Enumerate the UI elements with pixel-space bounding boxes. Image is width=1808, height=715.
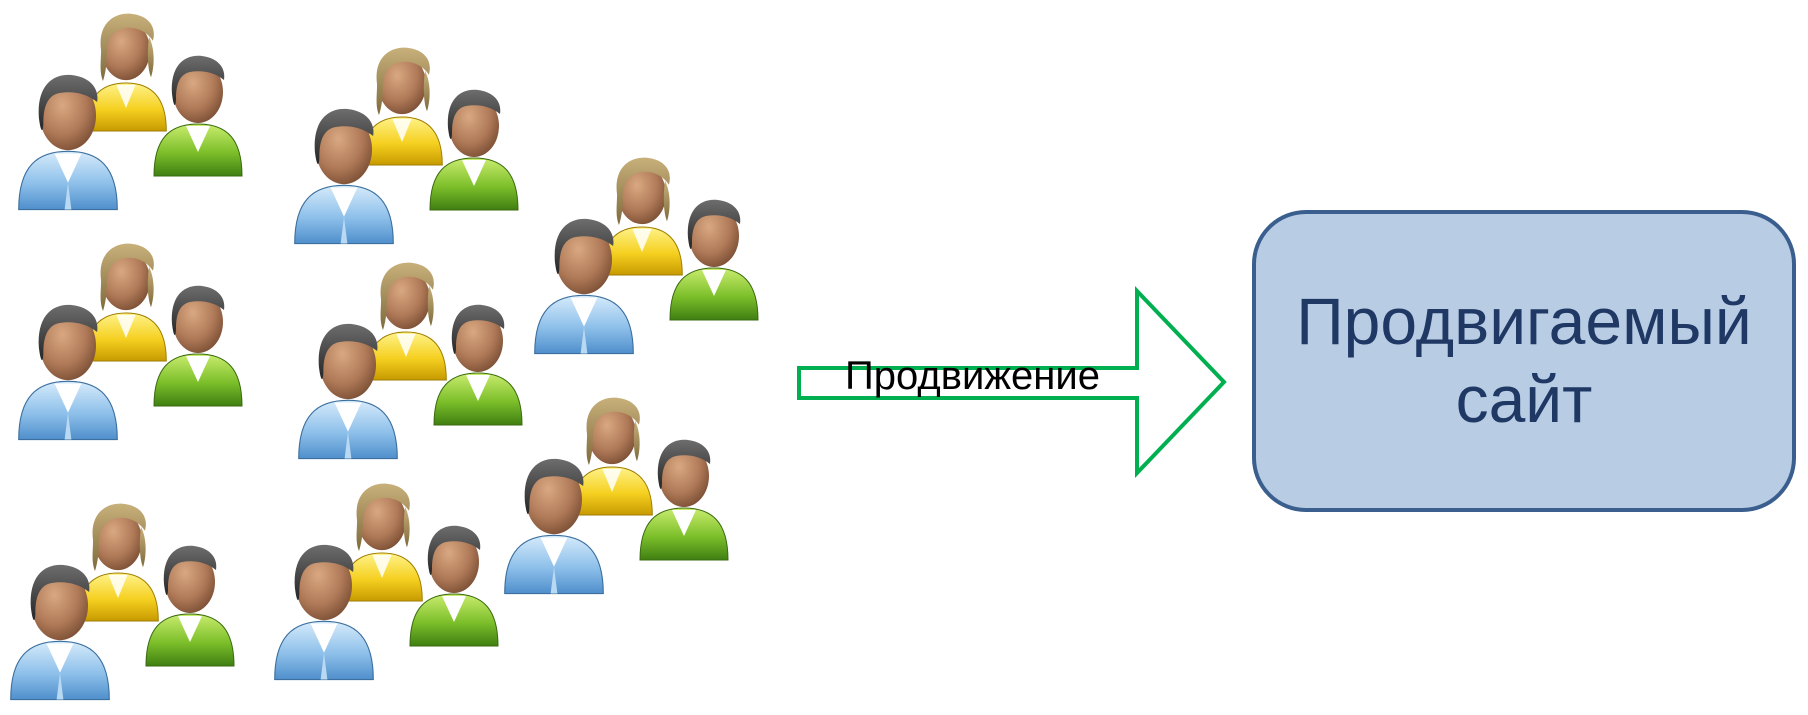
- target-site-label-line1: Продвигаемый: [1296, 284, 1752, 359]
- arrow-label: Продвижение: [845, 354, 1100, 398]
- target-site-box: Продвигаемый сайт: [1252, 210, 1796, 512]
- user-group-icon: [275, 484, 498, 680]
- target-site-label: Продвигаемый сайт: [1296, 283, 1752, 439]
- arrow-shape: [797, 286, 1227, 478]
- user-group-icon: [11, 504, 234, 700]
- user-group-icon: [19, 14, 242, 210]
- user-group-icon: [535, 158, 758, 354]
- user-group-icon: [295, 48, 518, 244]
- crowd-illustration: [0, 0, 780, 715]
- user-group-icon: [299, 263, 522, 459]
- right-arrow-outline-icon: [797, 286, 1227, 478]
- user-group-icon: [19, 244, 242, 440]
- target-site-label-line2: сайт: [1455, 362, 1593, 436]
- user-group-icon: [505, 398, 728, 594]
